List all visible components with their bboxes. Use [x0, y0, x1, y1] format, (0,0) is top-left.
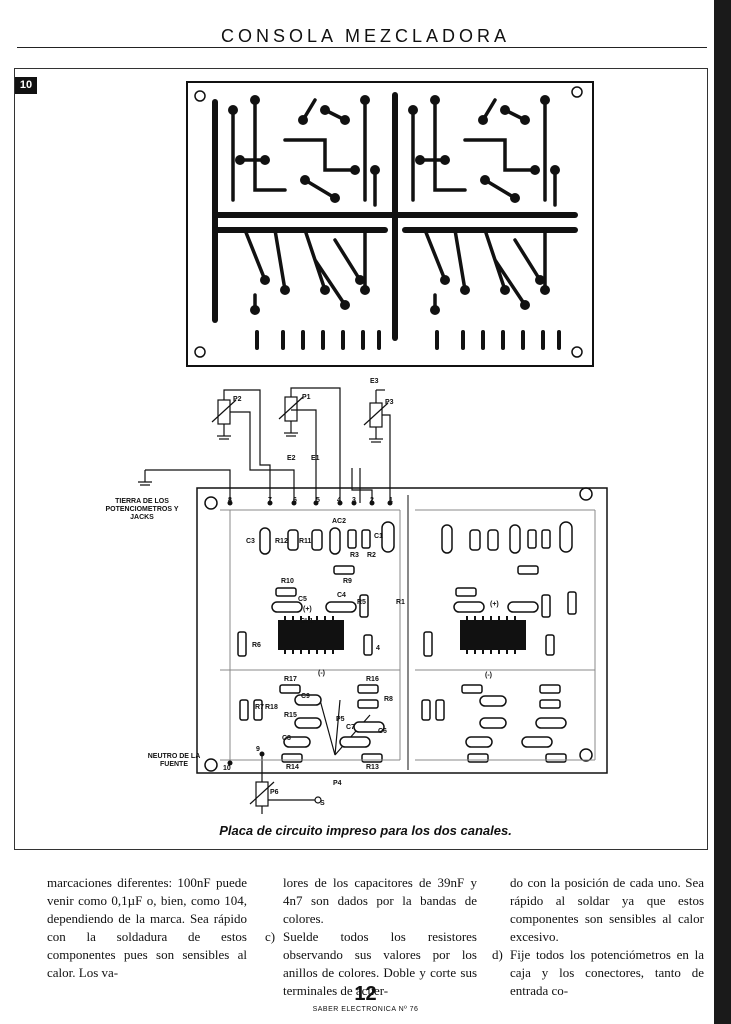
- label-r7: R7: [255, 704, 264, 711]
- label-ci1: CI-1: [300, 618, 314, 625]
- label-r4: 4: [376, 645, 380, 652]
- column-3-intro: do con la posición de cada uno. Sea rápi…: [510, 875, 704, 944]
- label-plus-left: (+): [303, 606, 312, 613]
- label-pin-1: 1: [389, 497, 393, 504]
- label-c4: C4: [337, 592, 346, 599]
- list-marker-c: c): [265, 929, 276, 944]
- label-r17: R17: [284, 676, 297, 683]
- label-neutral-note: NEUTRO DE LA FUENTE: [147, 753, 201, 768]
- label-c5: C5: [298, 596, 307, 603]
- label-e2: E2: [287, 455, 296, 462]
- figure-number: 10: [15, 77, 37, 94]
- label-c7: C7: [346, 724, 355, 731]
- label-c1: C1: [374, 533, 383, 540]
- label-p3: P3: [385, 399, 394, 406]
- label-pin-10: 10: [223, 765, 231, 772]
- label-r3: R3: [350, 552, 359, 559]
- label-r1: R1: [396, 599, 405, 606]
- label-pin-9: 9: [256, 746, 260, 753]
- label-pin-8: 8: [228, 497, 232, 504]
- label-r11: R11: [299, 538, 312, 545]
- label-pin-5: 5: [316, 497, 320, 504]
- label-plus-right: (+): [490, 601, 499, 608]
- label-c6: C6: [378, 728, 387, 735]
- label-r16: R16: [366, 676, 379, 683]
- page-header-title: CONSOLA MEZCLADORA: [220, 26, 511, 46]
- label-r6: R6: [252, 642, 261, 649]
- figure-frame: [14, 68, 708, 850]
- component-layout-diagram: [138, 387, 608, 814]
- label-p1: P1: [302, 394, 311, 401]
- label-c8: C8: [282, 735, 291, 742]
- label-p2: P2: [233, 396, 242, 403]
- label-r8: R8: [384, 696, 393, 703]
- scan-edge: [714, 0, 731, 1024]
- label-ground-note: TIERRA DE LOS POTENCIOMETROS Y JACKS: [105, 498, 179, 521]
- list-item-d-text: Fije todos los potenciómetros en la caja…: [510, 947, 704, 998]
- column-1-text: marcaciones diferentes: 100nF puede veni…: [47, 875, 247, 980]
- label-pin-7: 7: [268, 497, 272, 504]
- text-column-3: do con la posición de cada uno. Sea rápi…: [492, 874, 704, 1000]
- label-pin-6: 6: [293, 497, 297, 504]
- label-r18: R18: [265, 704, 278, 711]
- list-item-c-text: Suelde todos los resistores observando s…: [283, 929, 477, 998]
- label-r10: R10: [281, 578, 294, 585]
- label-minus-left: (-): [318, 670, 325, 677]
- magazine-footer: SABER ELECTRONICA Nº 76: [312, 1006, 419, 1013]
- label-p5: P5: [336, 716, 345, 723]
- label-r9: R9: [343, 578, 352, 585]
- label-p6: P6: [270, 789, 279, 796]
- label-s: S: [320, 800, 325, 807]
- label-pin-2: 2: [370, 497, 374, 504]
- pcb-trace-diagram: [186, 81, 594, 367]
- label-r5: R5: [357, 599, 366, 606]
- list-item-d: d) Fije todos los potenciómetros en la c…: [492, 946, 704, 1000]
- label-r15: R15: [284, 712, 297, 719]
- label-r12: R12: [275, 538, 288, 545]
- column-2-intro: lores de los capacitores de 39nF y 4n7 s…: [283, 875, 477, 926]
- page-number: 12: [354, 983, 377, 1005]
- label-minus-right: (-): [485, 672, 492, 679]
- label-r14: R14: [286, 764, 299, 771]
- text-column-2: lores de los capacitores de 39nF y 4n7 s…: [265, 874, 477, 1000]
- label-c3: C3: [246, 538, 255, 545]
- list-marker-d: d): [492, 947, 503, 962]
- list-item-c: c) Suelde todos los resistores observand…: [265, 928, 477, 1000]
- label-r13: R13: [366, 764, 379, 771]
- text-column-1: marcaciones diferentes: 100nF puede veni…: [47, 874, 247, 982]
- label-p4: P4: [333, 780, 342, 787]
- header-rule: [17, 47, 707, 48]
- label-pin-3: 3: [352, 497, 356, 504]
- label-r2: R2: [367, 552, 376, 559]
- label-ac2: AC2: [332, 518, 347, 525]
- label-pin-4: 4: [337, 497, 341, 504]
- label-e3: E3: [370, 378, 379, 385]
- label-c9: C9: [301, 693, 310, 700]
- label-e1: E1: [311, 455, 320, 462]
- figure-caption: Placa de circuito impreso para los dos c…: [219, 823, 512, 838]
